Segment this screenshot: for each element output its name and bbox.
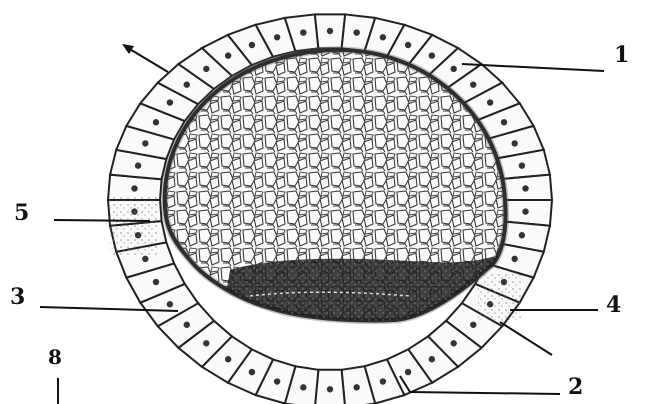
label-3: 3 xyxy=(10,284,25,310)
cell-nucleus xyxy=(153,119,159,125)
cell-nucleus xyxy=(131,185,137,191)
cell-nucleus xyxy=(184,81,190,87)
cell-nucleus xyxy=(249,369,255,375)
cell-nucleus xyxy=(450,340,456,346)
leader-line-2b xyxy=(410,392,560,394)
speckled-cluster-right xyxy=(478,272,522,320)
label-1: 1 xyxy=(614,42,629,68)
cell-nucleus xyxy=(167,99,173,105)
cell-nucleus xyxy=(184,322,190,328)
cell-nucleus xyxy=(429,356,435,362)
label-2: 2 xyxy=(568,374,583,400)
cell-nucleus xyxy=(470,81,476,87)
cell-nucleus xyxy=(487,99,493,105)
leader-line-5 xyxy=(54,220,150,221)
cell-nucleus xyxy=(142,256,148,262)
cell-nucleus xyxy=(327,28,333,34)
leader-line-4b xyxy=(500,322,552,355)
cell-nucleus xyxy=(353,29,359,35)
cell-nucleus xyxy=(153,279,159,285)
cell-nucleus xyxy=(405,369,411,375)
cell-nucleus xyxy=(274,34,280,40)
cell-nucleus xyxy=(300,384,306,390)
cell-nucleus xyxy=(511,140,517,146)
cell-nucleus xyxy=(522,208,528,214)
cell-nucleus xyxy=(300,29,306,35)
cell-nucleus xyxy=(135,162,141,168)
cell-nucleus xyxy=(353,384,359,390)
label-8: 8 xyxy=(48,345,62,369)
cell-nucleus xyxy=(405,42,411,48)
cell-nucleus xyxy=(167,301,173,307)
label-4: 4 xyxy=(606,292,621,318)
cell-nucleus xyxy=(519,162,525,168)
label-5: 5 xyxy=(14,200,29,226)
cell-nucleus xyxy=(225,356,231,362)
cell-nucleus xyxy=(142,140,148,146)
cell-nucleus xyxy=(470,322,476,328)
cell-nucleus xyxy=(203,340,209,346)
cell-nucleus xyxy=(203,66,209,72)
cell-nucleus xyxy=(274,378,280,384)
cell-nucleus xyxy=(380,378,386,384)
cell-nucleus xyxy=(450,66,456,72)
cell-nucleus xyxy=(522,185,528,191)
cell-nucleus xyxy=(327,386,333,392)
cell-nucleus xyxy=(249,42,255,48)
cell-nucleus xyxy=(429,52,435,58)
arrow-pointer xyxy=(122,44,168,72)
speckled-cluster-left xyxy=(110,196,158,256)
cell-nucleus xyxy=(501,119,507,125)
cell-nucleus xyxy=(519,232,525,238)
cell-nucleus xyxy=(225,52,231,58)
cell-nucleus xyxy=(511,256,517,262)
cell-nucleus xyxy=(380,34,386,40)
